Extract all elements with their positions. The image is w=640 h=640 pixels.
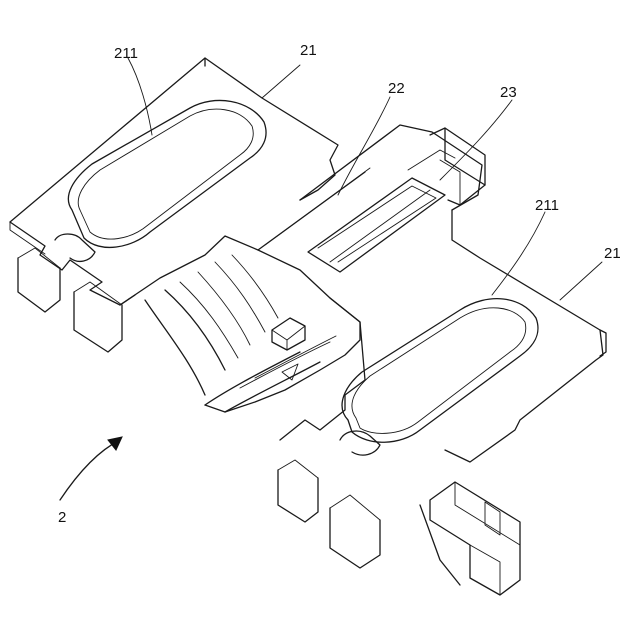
right-plate (278, 210, 606, 595)
label-22: 22 (388, 80, 405, 97)
label-21-right: 21 (604, 245, 621, 262)
label-23: 23 (500, 84, 517, 101)
right-oval-pad (342, 299, 538, 443)
label-211-right: 211 (535, 197, 559, 214)
label-2: 2 (58, 509, 66, 526)
label-21-top: 21 (300, 42, 317, 59)
assembly-arrow (60, 437, 122, 500)
center-bridge (258, 125, 485, 272)
label-211-top-left: 211 (114, 45, 138, 62)
leader-lines (128, 58, 602, 300)
left-oval-pad (68, 100, 266, 247)
